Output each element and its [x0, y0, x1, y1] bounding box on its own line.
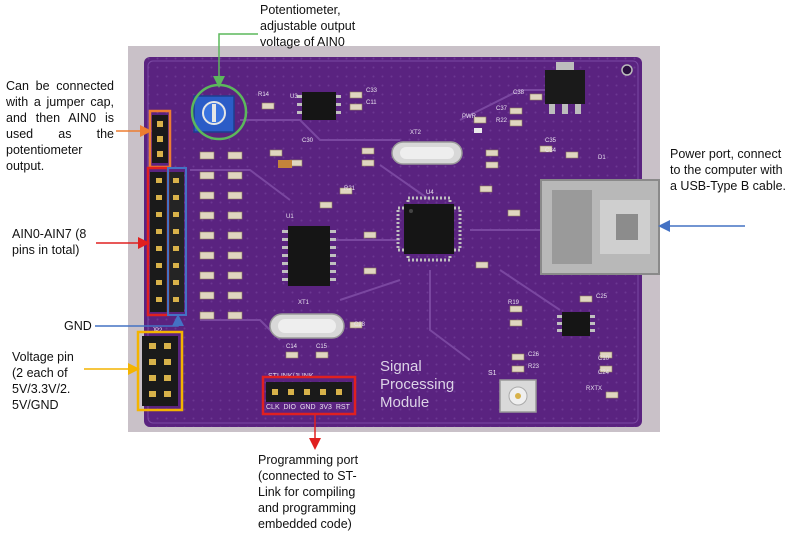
voltage-highlight-box: [136, 330, 184, 412]
power-label-line: to the computer with: [670, 163, 783, 177]
jumper-label-line: and then AIN0 is: [6, 111, 114, 125]
board-title-line: Processing: [380, 376, 455, 393]
silk-u4: U4: [426, 190, 434, 196]
silk-c30: C30: [302, 138, 314, 144]
potentiometer-label-line: voltage of AIN0: [260, 35, 345, 49]
silk-c26: C26: [528, 352, 540, 358]
programming-label: Programming port (connected to ST- Link …: [258, 452, 358, 532]
ain-label-line: pins in total): [12, 243, 80, 257]
silk-xt2: XT2: [410, 130, 422, 136]
silk-u3: U3: [290, 94, 298, 100]
power-label-line: Power port, connect: [670, 147, 782, 161]
u5-chip: [562, 312, 590, 336]
silk-d1: D1: [598, 155, 606, 161]
silk-c14: C14: [286, 344, 298, 350]
potentiometer-label-line: adjustable output: [260, 19, 356, 33]
silk-pwr: PWR: [462, 114, 476, 120]
gnd-label: GND: [64, 319, 92, 333]
silk-r19: R19: [508, 300, 520, 306]
ain-header: [150, 172, 168, 312]
silk-r21: R21: [344, 186, 356, 192]
ain-label: AIN0-AIN7 (8 pins in total): [12, 226, 86, 258]
silk-r14: R14: [258, 92, 270, 98]
silk-c37: C37: [496, 106, 508, 112]
voltage-regulator: [545, 70, 585, 104]
board-title-line: Signal: [380, 358, 422, 375]
silk-c34: C34: [545, 148, 557, 154]
jumper-label-line: used as the: [6, 127, 114, 141]
pin-labels: CLK DIO GND 3V3 RST: [266, 404, 350, 411]
programming-highlight-box: [261, 375, 357, 416]
silk-c38: C38: [513, 90, 525, 96]
silk-c15: C15: [316, 344, 328, 350]
jumper-highlight-box: [148, 109, 172, 169]
silk-xt1: XT1: [298, 300, 310, 306]
u3-chip: [302, 92, 336, 120]
power-label-line: a USB-Type B cable.: [670, 179, 787, 193]
silk-r22: R22: [496, 118, 508, 124]
programming-label-line: Link for compiling: [258, 485, 356, 499]
silk-c35: C35: [545, 138, 557, 144]
programming-label-line: embedded code): [258, 517, 352, 531]
voltage-label-line: (2 each of: [12, 366, 68, 380]
u1-chip: [288, 226, 330, 286]
voltage-label-line: 5V/GND: [12, 398, 59, 412]
programming-label-line: (connected to ST-: [258, 469, 357, 483]
jumper-label: Can be connected with a jumper cap, and …: [6, 78, 114, 174]
voltage-label-line: 5V/3.3V/2.: [12, 382, 71, 396]
potentiometer-highlight-circle: [190, 83, 248, 141]
silk-c25: C25: [596, 294, 608, 300]
silk-c24: C24: [598, 370, 610, 376]
silk-u1: U1: [286, 214, 294, 220]
silk-c33: C33: [366, 88, 378, 94]
power-label: Power port, connect to the computer with…: [670, 146, 786, 194]
voltage-header: [142, 336, 178, 406]
silk-c28: C28: [354, 322, 366, 328]
board-title-line: Module: [380, 394, 430, 411]
programming-label-line: and programming: [258, 501, 356, 515]
voltage-label: Voltage pin (2 each of 5V/3.3V/2. 5V/GND: [12, 349, 74, 413]
silk-rx: RXTX: [586, 386, 603, 392]
potentiometer-arrow: [213, 33, 258, 88]
gnd-highlight-box: [167, 167, 187, 316]
silk-r23: R23: [528, 364, 540, 370]
jumper-label-line: potentiometer: [6, 143, 83, 157]
board-title: Signal Processing Module: [380, 358, 454, 412]
silk-c10: C10: [598, 356, 610, 362]
voltage-label-line: Voltage pin: [12, 350, 74, 364]
ain-highlight-box: [146, 166, 170, 317]
potentiometer-label: Potentiometer, adjustable output voltage…: [260, 2, 355, 50]
silk-c11: C11: [366, 100, 377, 106]
programming-label-line: Programming port: [258, 453, 359, 467]
button-label: S1: [488, 370, 497, 377]
jumper-label-line: with a jumper cap,: [6, 95, 114, 109]
potentiometer-label-line: Potentiometer,: [260, 3, 341, 17]
ain-label-line: AIN0-AIN7 (8: [12, 227, 87, 241]
gnd-arrow: [95, 314, 184, 327]
gnd-header: [168, 172, 184, 312]
jumper-label-line: Can be connected: [6, 79, 114, 93]
jumper-label-line: output.: [6, 159, 45, 173]
